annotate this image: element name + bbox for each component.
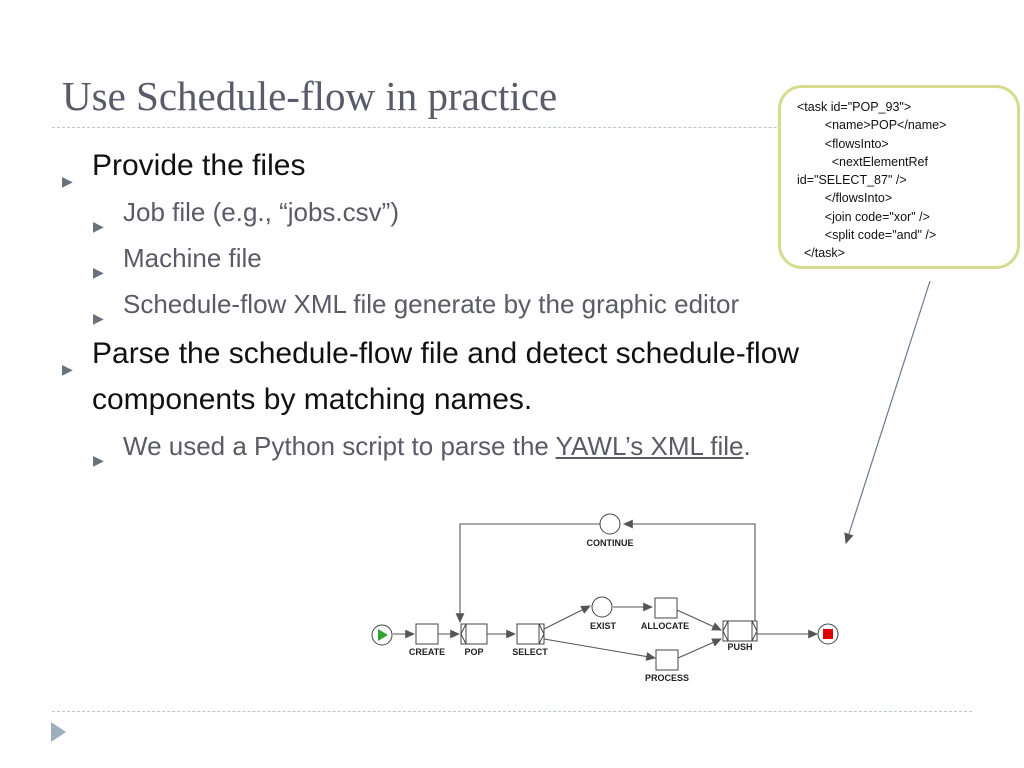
callout-pointer-arrow [844,280,931,545]
bullet-arrow-icon: ▶ [93,452,104,468]
xml-line: </flowsInto> [797,191,893,206]
edge-select-process [543,638,657,661]
xml-line: <nextElementRef [797,154,928,169]
start-node [371,624,393,646]
xml-line: <flowsInto> [797,136,889,151]
label-continue: CONTINUE [587,538,634,548]
sub-bullet-prefix: We used a Python script to parse the [123,431,556,461]
label-exist: EXIST [590,621,617,631]
task-allocate [654,597,678,619]
sub-bullet-text: Schedule-flow XML file generate by the g… [123,289,740,319]
slide-title: Use Schedule-flow in practice [62,73,558,119]
bullet-text-line2: components by matching names. [92,383,533,416]
xml-line: id="SELECT_87" /> [797,173,907,188]
edge-process-push [677,638,723,659]
sub-bullet-machine-file: ▶ Machine file [62,235,912,281]
xml-line: <split code="and" /> [797,228,937,243]
end-stop-icon [823,629,833,639]
bullet-provide-files: ▶ Provide the files [62,143,912,189]
slide-corner-arrow-icon [51,722,66,742]
title-divider [52,127,972,128]
xml-code-block: <task id="POP_93"> <name>POP</name> <flo… [797,98,946,263]
xml-line: <join code="xor" /> [797,209,930,224]
sub-bullet-text: Machine file [123,243,262,273]
sub-bullet-python-script: ▶ We used a Python script to parse the Y… [62,423,912,469]
task-process [655,649,679,671]
task-push [722,620,758,642]
condition-exist [591,596,613,618]
label-select: SELECT [512,647,548,657]
condition-continue [599,513,621,535]
bullet-arrow-icon: ▶ [93,264,104,280]
sub-bullet-suffix: . [743,431,751,461]
bullet-arrow-icon: ▶ [93,218,104,234]
task-pop [460,623,488,645]
xml-callout: <task id="POP_93"> <name>POP</name> <flo… [778,85,1020,269]
start-play-icon [378,629,388,641]
edge-allocate-push [676,609,723,631]
label-pop: POP [464,647,483,657]
label-push: PUSH [727,642,752,652]
bullet-text: Provide the files [92,149,306,182]
sub-bullet-job-file: ▶ Job file (e.g., “jobs.csv”) [62,189,912,235]
xml-line: </task> [797,246,845,261]
bullet-arrow-icon: ▶ [62,361,73,377]
bullet-arrow-icon: ▶ [93,310,104,326]
task-select [516,623,545,645]
bullet-arrow-icon: ▶ [62,173,73,189]
end-node [817,623,839,645]
footer-divider [52,711,972,712]
bullet-text-line1: Parse the schedule-flow file and detect … [92,337,800,370]
label-allocate: ALLOCATE [641,621,689,631]
edge-push-continue [622,519,756,621]
edge-select-exist [543,605,591,630]
sub-bullet-xml-file: ▶ Schedule-flow XML file generate by the… [62,281,912,327]
bullet-parse-file: ▶ Parse the schedule-flow file and detec… [62,331,912,423]
task-create [415,623,439,645]
sub-bullet-text: Job file (e.g., “jobs.csv”) [123,197,399,227]
bullet-list: ▶ Provide the files ▶ Job file (e.g., “j… [62,143,912,469]
xml-line: <name>POP</name> [797,118,947,133]
edge-continue-pop [455,523,600,624]
xml-line: <task id="POP_93"> [797,100,912,114]
label-create: CREATE [409,647,445,657]
label-process: PROCESS [645,673,689,683]
yawl-xml-link[interactable]: YAWL’s XML file [555,431,744,461]
